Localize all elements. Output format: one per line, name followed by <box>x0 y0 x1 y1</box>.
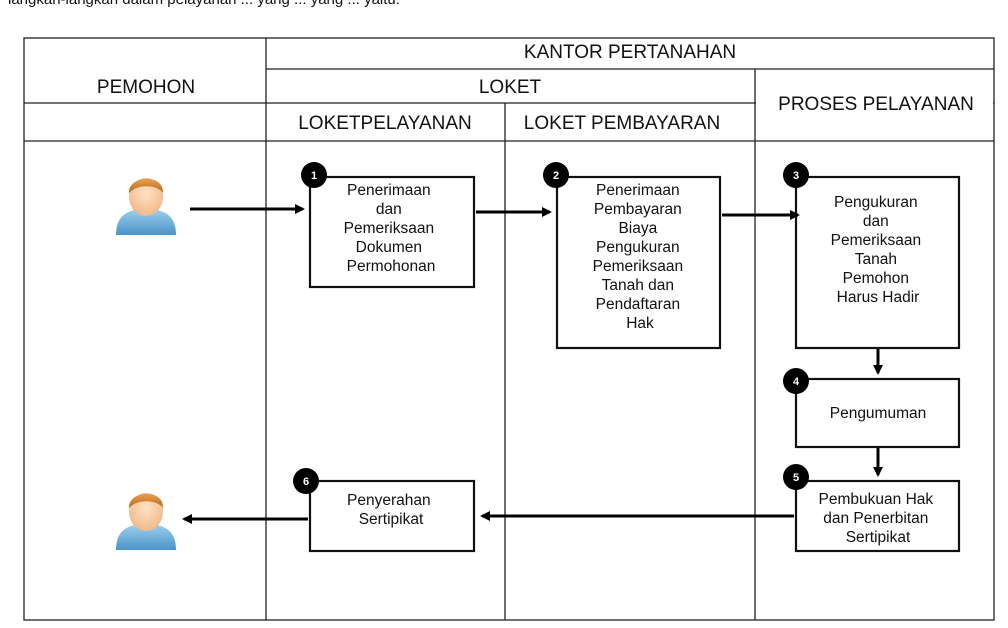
header-office: KANTOR PERTANAHAN <box>524 42 736 63</box>
step-5-text: Pembukuan Hak dan Penerbitan Sertipikat <box>819 491 938 546</box>
person-icon <box>116 178 176 235</box>
step-1-badge: 1 <box>301 162 327 188</box>
header-service-process: PROSES PELAYANAN <box>778 94 974 115</box>
person-icon <box>116 493 176 550</box>
step-5-box <box>794 479 961 553</box>
header-payment-counter: LOKET PEMBAYARAN <box>524 113 720 134</box>
step-3-box <box>794 175 961 350</box>
header-service-counter: LOKETPELAYANAN <box>298 113 472 134</box>
step-2-box <box>555 175 722 350</box>
step-badges: 1 2 3 4 5 6 <box>293 162 809 494</box>
step-2-badge: 2 <box>543 162 569 188</box>
caption-top: langkah-langkah dalam pelayanan ... yang… <box>8 0 400 8</box>
svg-text:2: 2 <box>553 170 559 182</box>
svg-text:5: 5 <box>793 472 799 484</box>
svg-text:3: 3 <box>793 170 799 182</box>
svg-text:1: 1 <box>311 170 317 182</box>
svg-text:4: 4 <box>793 376 800 388</box>
step-1-box <box>308 175 476 289</box>
step-5-badge: 5 <box>783 464 809 490</box>
step-4-box <box>794 377 961 449</box>
merged-cell-mask <box>756 102 993 105</box>
step-6-badge: 6 <box>293 468 319 494</box>
header-applicant: PEMOHON <box>97 77 195 98</box>
step-3-badge: 3 <box>783 162 809 188</box>
step-4-text: Pengumuman <box>830 405 927 422</box>
table-border <box>23 37 995 621</box>
svg-text:6: 6 <box>303 476 309 488</box>
step-1-text: Penerimaan dan Pemeriksaan Dokumen Permo… <box>344 182 439 275</box>
step-4-badge: 4 <box>783 368 809 394</box>
step-6-text: Penyerahan Sertipikat <box>347 492 435 528</box>
step-2-text: Penerimaan Pembayaran Biaya Pengukuran P… <box>593 182 688 332</box>
step-3-text: Pengukuran dan Pemeriksaan Tanah Pemohon… <box>831 194 926 306</box>
step-6-box <box>308 479 476 553</box>
header-counter: LOKET <box>479 77 542 98</box>
